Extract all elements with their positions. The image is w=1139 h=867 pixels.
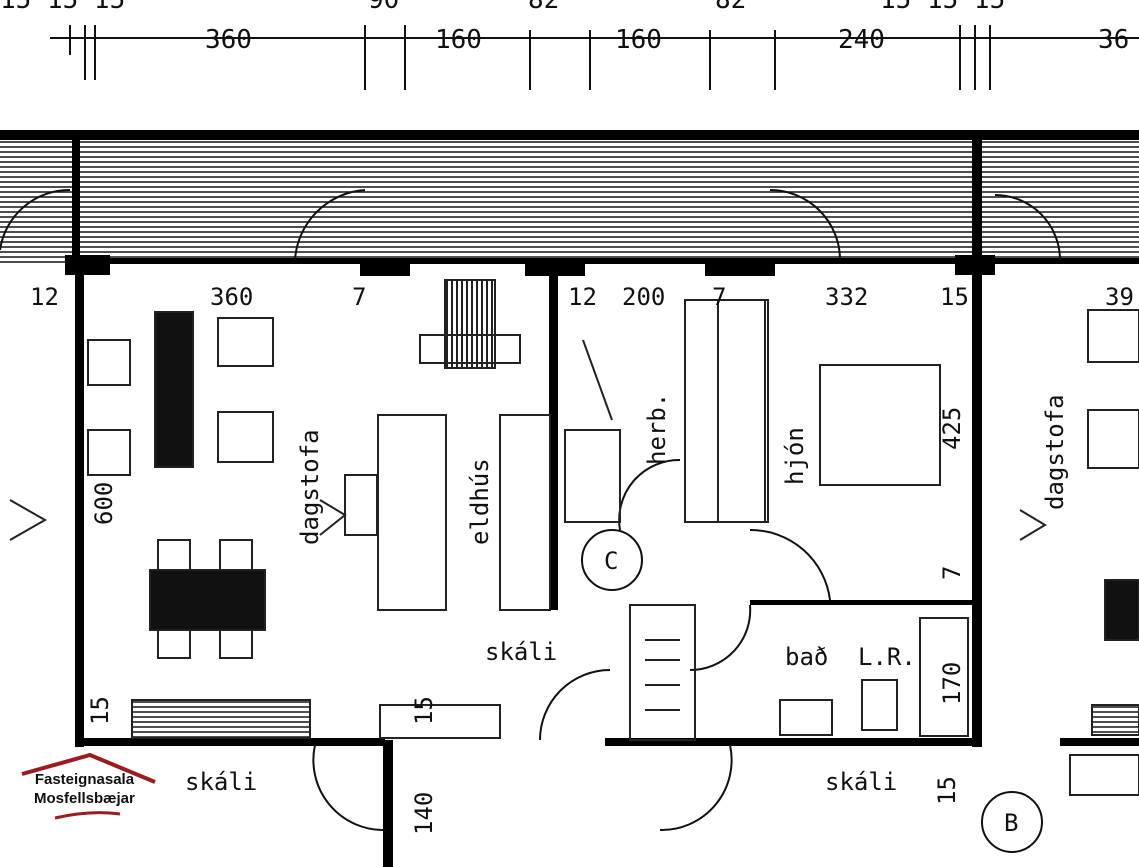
dim-7-b: 7 [712, 283, 726, 311]
dim-160-b: 160 [615, 25, 662, 55]
room-skali-center: skáli [485, 638, 557, 666]
walls [0, 130, 1139, 867]
dim-top-3: 82 [528, 0, 559, 15]
marker-c: C [604, 547, 618, 575]
dim-332: 332 [825, 283, 868, 311]
dim-360-room: 360 [210, 283, 253, 311]
dim-15-mid: 15 [410, 696, 438, 725]
logo-roof-icon [21, 752, 156, 820]
room-eldhus: eldhús [466, 458, 494, 545]
dim-39: 39 [1105, 283, 1134, 311]
dim-15: 15 [940, 283, 969, 311]
door-swings [0, 188, 1061, 832]
dim-15-right: 15 [933, 776, 961, 805]
room-herb: herb. [643, 393, 671, 465]
dim-15-left: 15 [86, 696, 114, 725]
logo-line-1: Fasteignasala [34, 771, 135, 788]
room-dagstofa-left: dagstofa [296, 429, 324, 545]
dim-top-5: 15 15 15 [880, 0, 1005, 15]
room-dagstofa-right: dagstofa [1041, 394, 1069, 510]
dim-200: 200 [622, 283, 665, 311]
dim-12-b: 12 [568, 283, 597, 311]
dim-36: 36 [1098, 25, 1129, 55]
dim-160-a: 160 [435, 25, 482, 55]
dim-140: 140 [410, 792, 438, 835]
dim-360: 360 [205, 25, 252, 55]
dim-170: 170 [938, 662, 966, 705]
dim-top-2: 90 [368, 0, 399, 15]
dim-top-4: 82 [715, 0, 746, 15]
furniture [9, 279, 1139, 796]
dim-425: 425 [938, 407, 966, 450]
room-hjon: hjón [781, 427, 809, 485]
dimension-lines [50, 25, 1139, 90]
dim-600: 600 [90, 482, 118, 525]
dim-240: 240 [838, 25, 885, 55]
marker-b-circle [981, 791, 1043, 853]
room-lr: L.R. [858, 643, 916, 671]
dim-top-1: 15 15 15 [0, 0, 125, 15]
marker-b: B [1004, 809, 1018, 837]
marker-c-circle [581, 529, 643, 591]
room-skali-right: skáli [825, 768, 897, 796]
dim-7-a: 7 [352, 283, 366, 311]
balcony-hatching [0, 135, 1139, 263]
agency-logo: Fasteignasala Mosfellsbæjar [20, 752, 160, 832]
dim-12-a: 12 [30, 283, 59, 311]
logo-line-2: Mosfellsbæjar [34, 790, 135, 807]
dim-7-vert: 7 [938, 566, 966, 580]
room-bad: bað [785, 643, 828, 671]
room-skali-left: skáli [185, 768, 257, 796]
